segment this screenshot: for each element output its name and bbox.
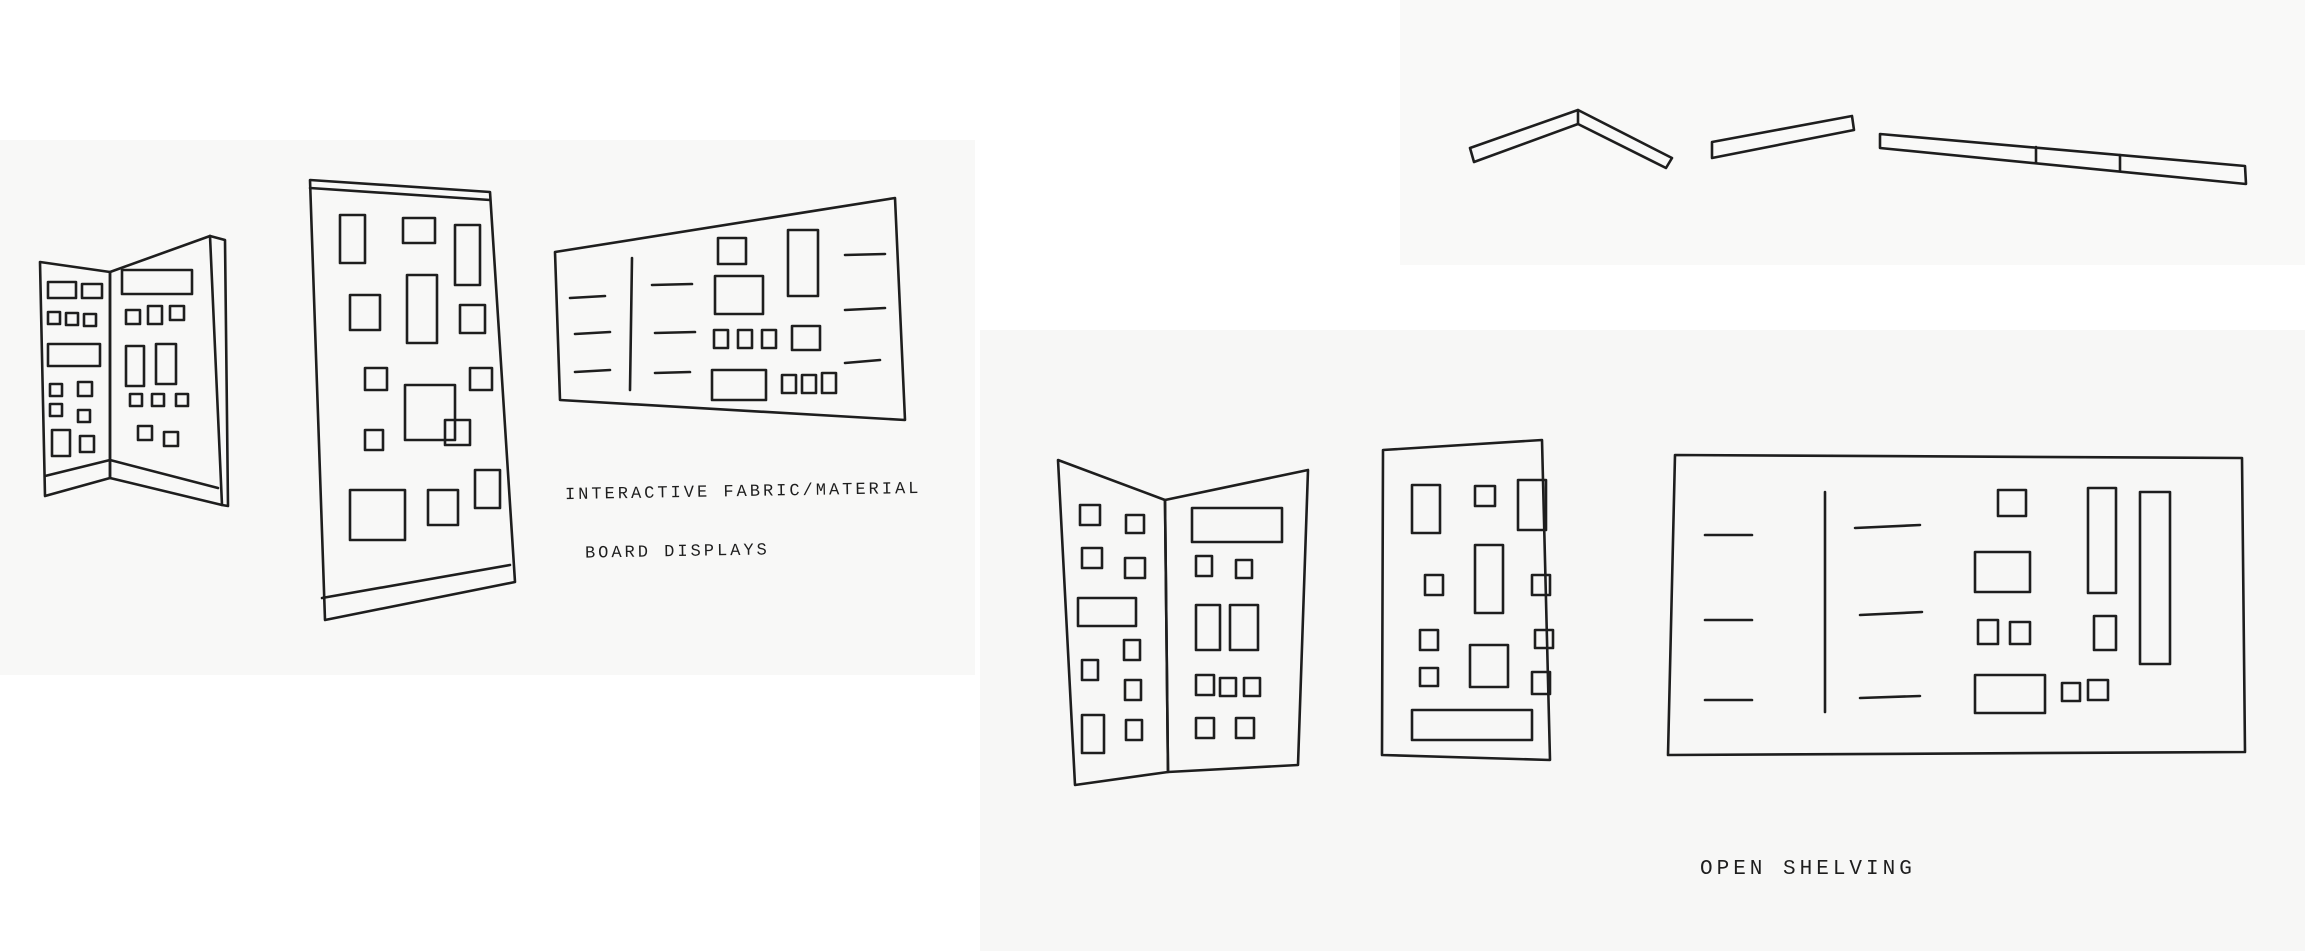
plan-view-folded [1470,110,1672,168]
folding-board-sketch-left [40,236,228,506]
plan-view-flat [1712,116,1854,158]
fabric-board-caption-line2: BOARD DISPLAYS [585,541,770,563]
folding-board-sketch-right [1058,460,1308,785]
plan-view-long [1880,134,2246,184]
wide-board-sketch-left [555,198,905,420]
tall-board-sketch-left [310,180,515,620]
wide-board-sketch-right [1668,455,2245,755]
tall-board-sketch-right [1382,440,1553,760]
open-shelving-caption: OPEN SHELVING [1700,858,1916,881]
